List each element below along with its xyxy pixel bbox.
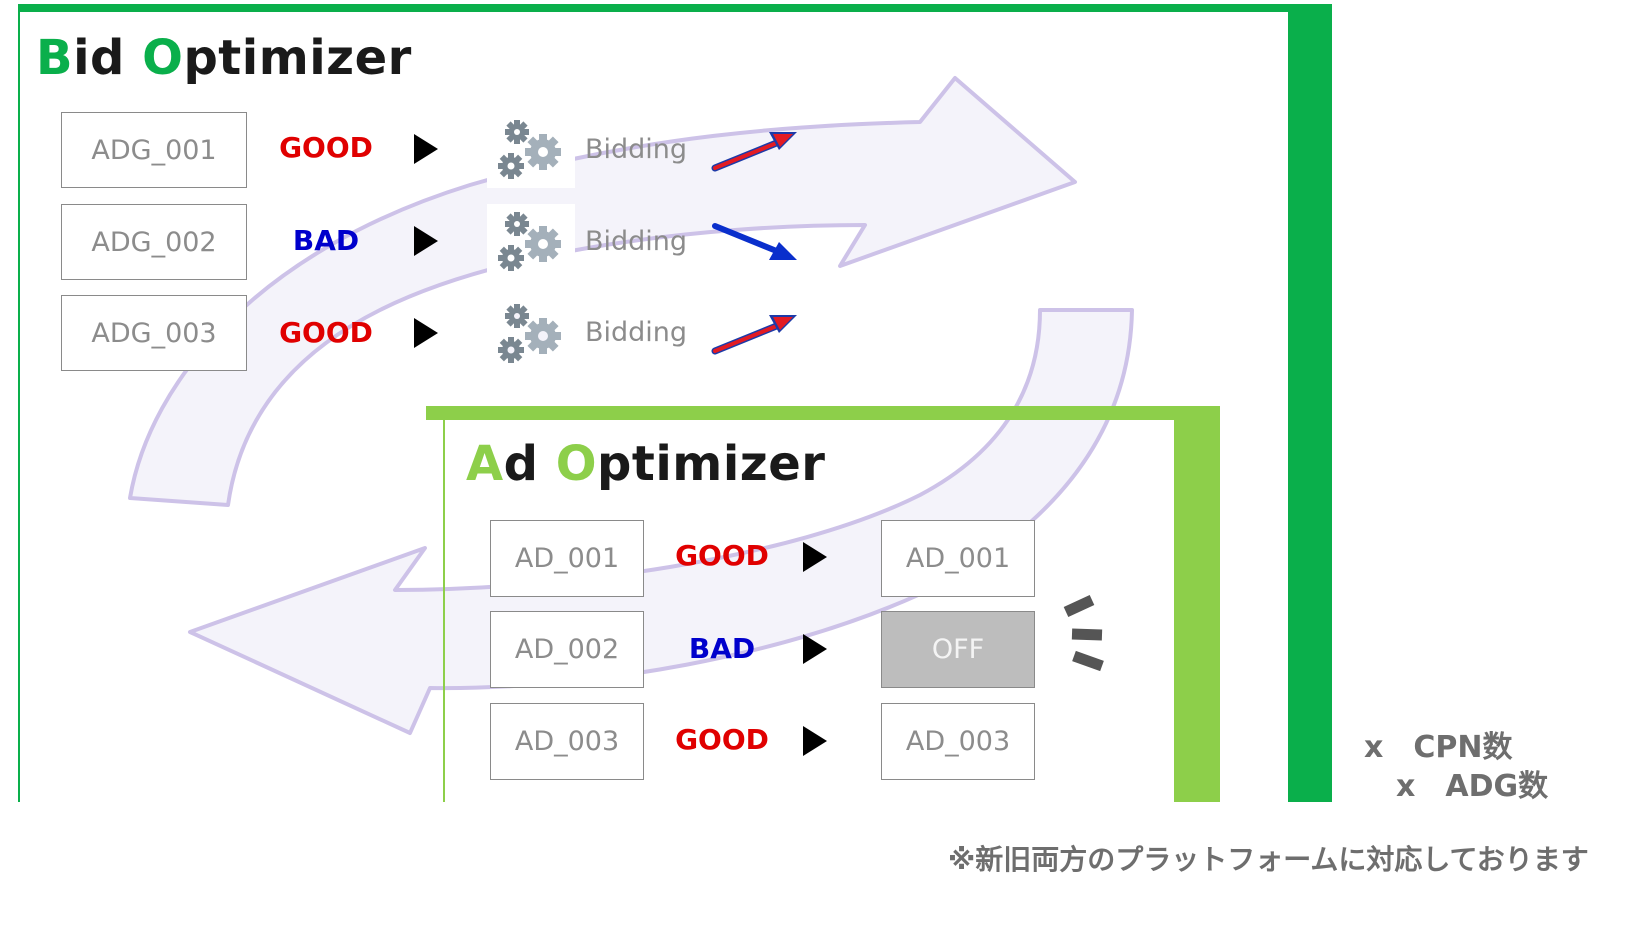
bid-frame-right — [1288, 4, 1332, 802]
bid-optimizer-title: Bid Optimizer — [36, 30, 412, 86]
ad-box: AD_001 — [490, 520, 644, 597]
cycle-arrow-upper — [128, 76, 1077, 507]
adg-box: ADG_002 — [61, 204, 247, 280]
ad-frame-left — [443, 406, 445, 802]
adg-box: ADG_001 — [61, 112, 247, 188]
bid-frame-top — [18, 4, 1332, 12]
status-label: BAD — [292, 224, 360, 257]
play-arrow-icon — [414, 226, 438, 256]
play-arrow-icon — [414, 134, 438, 164]
title-part: d — [503, 436, 556, 492]
status-label: BAD — [688, 632, 756, 665]
bidding-label: Bidding — [585, 226, 688, 257]
ad-off-box: OFF — [881, 611, 1035, 688]
multiplier-cpn: x CPN数 — [1364, 730, 1513, 765]
emphasis-marks-icon — [1063, 595, 1104, 672]
title-part: ptimizer — [183, 30, 412, 86]
footnote: ※新旧両方のプラットフォームに対応しております — [948, 843, 1589, 876]
title-letter-a: A — [466, 436, 504, 492]
status-label: GOOD — [675, 539, 769, 572]
title-part: id — [73, 30, 143, 86]
ad-box: AD_003 — [490, 703, 644, 780]
trend-up-arrow-icon — [711, 315, 797, 355]
multiplier-adg: x ADG数 — [1396, 769, 1549, 804]
gears-icon — [498, 304, 561, 363]
ad-result-box: AD_001 — [881, 520, 1035, 597]
ad-frame-top — [426, 406, 1220, 420]
play-arrow-icon — [803, 634, 827, 664]
title-letter-b: B — [36, 30, 74, 86]
trend-down-arrow-icon — [712, 223, 797, 260]
status-label: GOOD — [279, 316, 373, 349]
trend-up-arrow-icon — [711, 132, 797, 172]
title-letter-o: O — [555, 436, 598, 492]
play-arrow-icon — [414, 318, 438, 348]
gears-icon — [487, 204, 575, 280]
bidding-label: Bidding — [585, 134, 688, 165]
adg-box: ADG_003 — [61, 295, 247, 371]
ad-result-box: AD_003 — [881, 703, 1035, 780]
title-letter-o: O — [142, 30, 184, 86]
ad-frame-right — [1174, 406, 1220, 802]
ad-optimizer-title: Ad Optimizer — [466, 436, 825, 492]
bid-frame-left — [18, 4, 20, 802]
gears-icon — [487, 112, 575, 188]
status-label: GOOD — [675, 723, 769, 756]
play-arrow-icon — [803, 542, 827, 572]
ad-box: AD_002 — [490, 611, 644, 688]
bidding-label: Bidding — [585, 317, 688, 348]
title-part: ptimizer — [597, 436, 826, 492]
status-label: GOOD — [279, 131, 373, 164]
play-arrow-icon — [803, 726, 827, 756]
